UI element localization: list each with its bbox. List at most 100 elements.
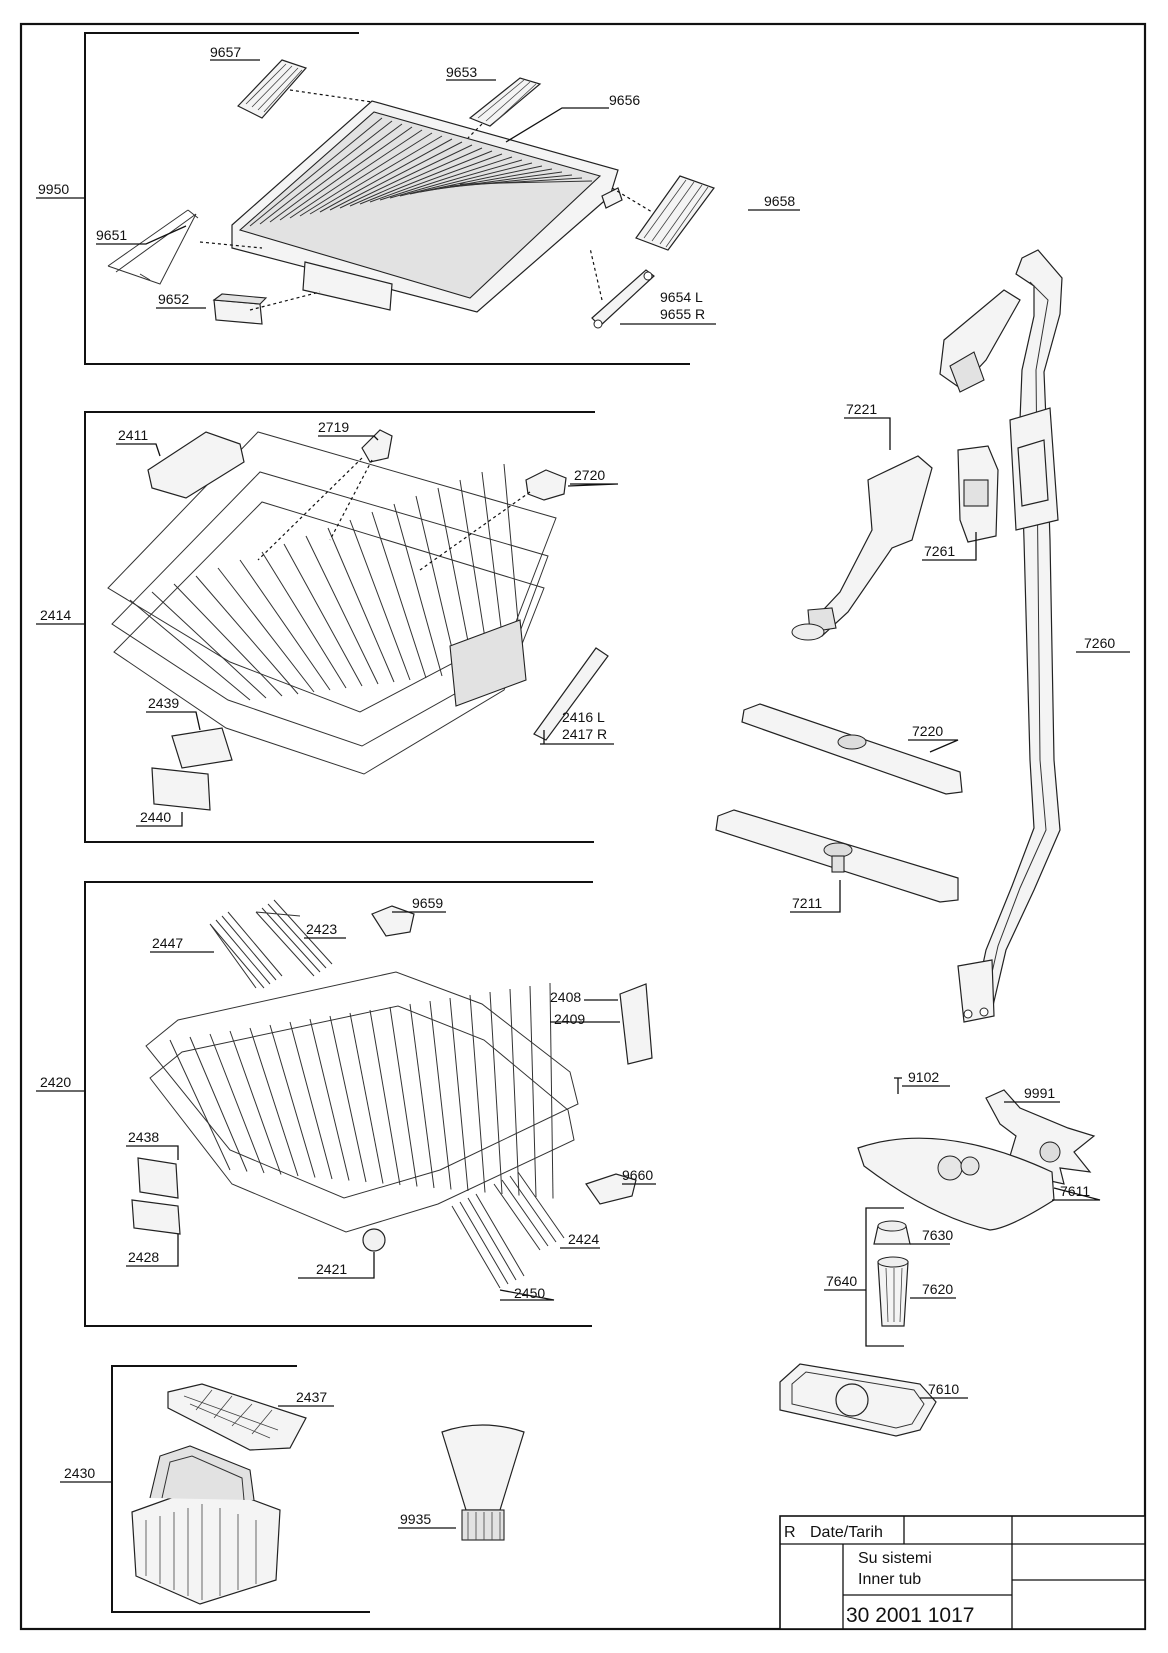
basket-wire [469, 994, 486, 1193]
tray-rib [349, 147, 483, 207]
tray-rib [459, 180, 593, 185]
part-9654-slider [591, 269, 655, 329]
group-2420: 2420 9659 2423 2447 2408 2409 2438 2428 … [36, 881, 656, 1327]
basket-wire [309, 1018, 350, 1181]
basket-wire [529, 985, 537, 1198]
part-7211-spray-arm [715, 809, 959, 903]
group-2430: 2430 2437 9935 [60, 1365, 525, 1613]
part-2424-rack [493, 1171, 565, 1251]
part-2447-rack [209, 911, 283, 989]
label-2438: 2438 [128, 1129, 159, 1145]
tray-rib [279, 126, 413, 221]
label-2423: 2423 [306, 921, 337, 937]
label-7640: 7640 [826, 1273, 857, 1289]
label-7221: 7221 [846, 401, 877, 417]
group-2414: 2414 2411 2719 2720 2439 2440 2416 L 241… [36, 411, 619, 843]
part-2720 [525, 469, 567, 501]
label-7630: 7630 [922, 1227, 953, 1243]
basket-wire [169, 1039, 231, 1171]
basket-wire [217, 567, 315, 693]
label-9991: 9991 [1024, 1085, 1055, 1101]
tray-rib [399, 162, 533, 197]
tray-rib [259, 120, 393, 225]
basket-wire [173, 583, 283, 697]
label-2416: 2416 L [562, 709, 605, 725]
cutlery-basket-drawing [131, 1445, 281, 1605]
title-block: R Date/Tarih Su sistemi Inner tub 30 200… [779, 1515, 1146, 1630]
basket-wire [327, 527, 395, 683]
upper-tray-drawing [231, 100, 623, 313]
drawing-number: 30 2001 1017 [846, 1604, 974, 1627]
part-7630-filter [873, 1220, 911, 1245]
part-7260-pipe [939, 249, 1063, 1023]
basket-wire [209, 1033, 265, 1174]
label-2720: 2720 [574, 467, 605, 483]
group-9950: 9950 [36, 32, 800, 365]
label-2409: 2409 [554, 1011, 585, 1027]
part-9660 [585, 1173, 637, 1205]
label-9950: 9950 [38, 181, 69, 197]
label-9655: 9655 R [660, 306, 705, 322]
basket-wire [151, 591, 267, 699]
tray-rib [269, 123, 403, 223]
part-9652-clip [212, 293, 268, 325]
tray-rib [289, 129, 423, 219]
part-9651-rail [107, 209, 199, 285]
label-2414: 2414 [40, 607, 71, 623]
basket-wire [349, 1012, 384, 1184]
basket-wire [389, 1006, 418, 1187]
part-2408-holder [619, 983, 653, 1065]
label-9651: 9651 [96, 227, 127, 243]
basket-wire [261, 551, 347, 689]
part-9659 [371, 905, 415, 937]
basket-wire [239, 559, 331, 691]
part-2428 [131, 1199, 181, 1235]
upper-basket-drawing [107, 431, 557, 775]
basket-wire [371, 511, 427, 679]
part-7611-sump-cover [857, 1137, 1055, 1231]
title-line-1: Su sistemi [858, 1550, 932, 1567]
tray-rib [329, 141, 463, 211]
label-7261: 7261 [924, 543, 955, 559]
tray-rib [359, 150, 493, 205]
basket-wire [409, 1003, 435, 1189]
part-2416-slider [533, 647, 609, 741]
part-9657-insert [237, 59, 308, 119]
part-2439 [171, 727, 233, 769]
label-2420: 2420 [40, 1074, 71, 1090]
tray-rib [449, 177, 583, 187]
label-2421: 2421 [316, 1261, 347, 1277]
basket-wire [189, 1036, 248, 1172]
label-9657: 9657 [210, 44, 241, 60]
page-border [19, 22, 1147, 1631]
basket-wire [269, 1024, 316, 1178]
part-2421-wheel [362, 1228, 386, 1252]
basket-wire [289, 1021, 333, 1180]
rev-mark: R [784, 1524, 796, 1541]
label-7211: 7211 [792, 895, 822, 911]
part-2438 [137, 1157, 179, 1199]
basket-wire [549, 982, 554, 1199]
label-2719: 2719 [318, 419, 349, 435]
basket-wire [449, 997, 469, 1192]
tray-rib [339, 144, 473, 209]
tray-rib [439, 174, 573, 189]
label-9102: 9102 [908, 1069, 939, 1085]
part-2411 [147, 431, 245, 499]
lower-basket-drawing [145, 971, 579, 1233]
basket-wire [229, 1030, 282, 1175]
label-9935: 9935 [400, 1511, 431, 1527]
basket-wire [509, 988, 520, 1196]
basket-wire [349, 519, 411, 681]
tray-rib [379, 156, 513, 201]
part-7221-connector [791, 455, 933, 641]
label-7260: 7260 [1084, 635, 1115, 651]
part-9991-bracket [985, 1089, 1096, 1185]
label-2430: 2430 [64, 1465, 95, 1481]
title-line-2: Inner tub [858, 1571, 921, 1588]
label-7220: 7220 [912, 723, 943, 739]
label-9659: 9659 [412, 895, 443, 911]
label-2424: 2424 [568, 1231, 599, 1247]
basket-wire [489, 991, 503, 1195]
